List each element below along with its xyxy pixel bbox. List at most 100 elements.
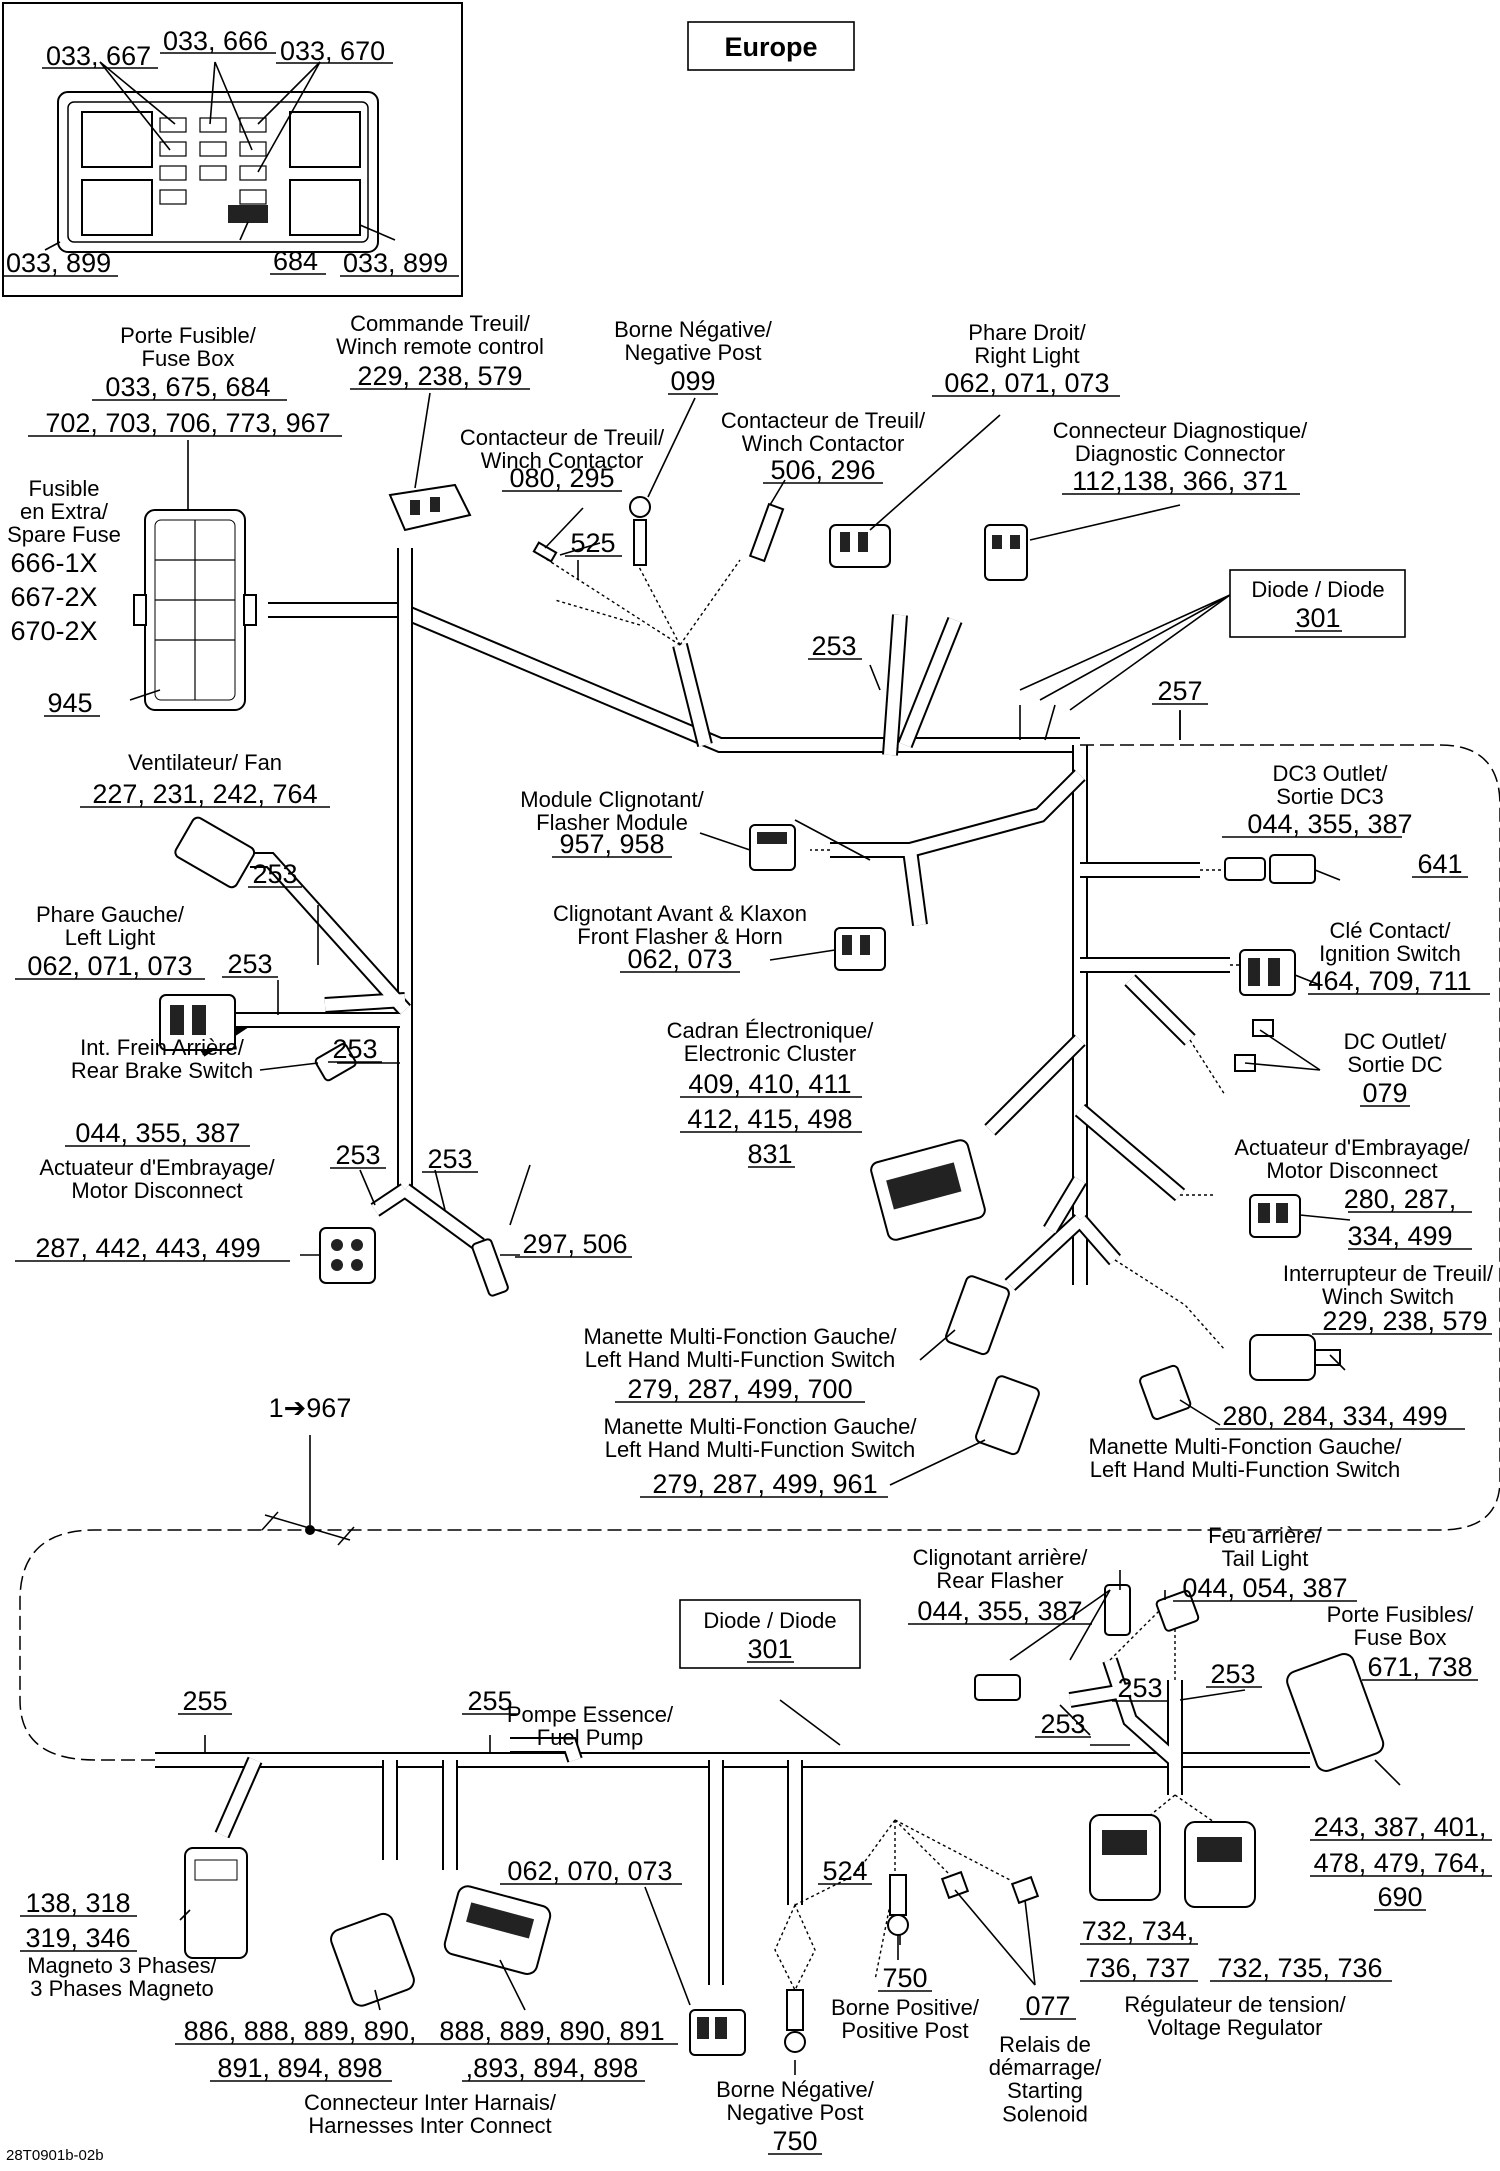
diode-bottom-label: Diode / Diode bbox=[703, 1608, 836, 1633]
lh-switch-3-code: 280, 284, 334, 499 bbox=[1222, 1401, 1447, 1431]
terminal-297-506 bbox=[471, 1238, 509, 1297]
ref-255-a: 255 bbox=[182, 1686, 227, 1716]
fuse-box-component bbox=[133, 509, 257, 711]
fan-code: 227, 231, 242, 764 bbox=[92, 779, 317, 809]
front-flasher-code: 062, 073 bbox=[627, 944, 732, 974]
ref-945: 945 bbox=[47, 688, 92, 718]
thin-wires bbox=[539, 554, 1241, 1992]
fuse-box-rear-code: 671, 738 bbox=[1367, 1652, 1472, 1682]
fuse-box-rear-code-a: 243, 387, 401, bbox=[1314, 1812, 1487, 1842]
right-light-label: Phare Droit/Right Light bbox=[968, 320, 1086, 368]
ref-257: 257 bbox=[1157, 676, 1202, 706]
inter-connect-2 bbox=[443, 1885, 552, 1975]
ref-253-e: 253 bbox=[335, 1140, 380, 1170]
magneto-label: Magneto 3 Phases/3 Phases Magneto bbox=[27, 1953, 217, 2001]
cluster-code-2: 412, 415, 498 bbox=[687, 1104, 852, 1134]
fuel-pump-connector bbox=[689, 2009, 746, 2056]
lh-switch-2-connector bbox=[975, 1375, 1040, 1456]
regulator-label: Régulateur de tension/Voltage Regulator bbox=[1124, 1992, 1346, 2040]
diag-connector-code: 112,138, 366, 371 bbox=[1072, 466, 1288, 496]
winch-contactor-1-label: Contacteur de Treuil/Winch Contactor bbox=[460, 425, 665, 473]
winch-remote-label: Commande Treuil/Winch remote control bbox=[336, 311, 544, 359]
inter-connect-code-2: 891, 894, 898 bbox=[217, 2053, 382, 2083]
leader-lines bbox=[129, 392, 1401, 2075]
regulator-code-2: 736, 737 bbox=[1085, 1953, 1190, 1983]
winch-contactor-2-terminal bbox=[748, 502, 785, 563]
negative-post-top-terminal bbox=[629, 496, 651, 566]
ignition-switch-connector bbox=[1239, 949, 1296, 996]
negative-post-bottom-code: 750 bbox=[772, 2126, 817, 2156]
harness-main bbox=[155, 548, 1310, 1985]
motor-disc-right-code-1: 280, 287, bbox=[1344, 1184, 1457, 1214]
regulator-code-3: 732, 735, 736 bbox=[1217, 1953, 1382, 1983]
ref-297-506: 297, 506 bbox=[522, 1229, 627, 1259]
ref-253-h: 253 bbox=[1210, 1659, 1255, 1689]
ref-253-i: 253 bbox=[1040, 1709, 1085, 1739]
dc-outlet-label: DC Outlet/Sortie DC bbox=[1344, 1029, 1448, 1077]
negative-post-top-code: 099 bbox=[670, 366, 715, 396]
fuse-box-code-1: 033, 675, 684 bbox=[105, 372, 270, 402]
continuation-ref: 1➔967 bbox=[269, 1393, 352, 1423]
fuse-box-rear-code-b: 478, 479, 764, bbox=[1314, 1848, 1487, 1878]
magneto-connector bbox=[184, 1847, 248, 1959]
inter-connect-1 bbox=[330, 1912, 415, 2007]
diagnostic-connector bbox=[984, 524, 1028, 581]
fuse-box-rear-connector bbox=[1286, 1652, 1385, 1772]
regulator-code-1: 732, 734, bbox=[1082, 1916, 1195, 1946]
lh-switch-1-code: 279, 287, 499, 700 bbox=[627, 1374, 852, 1404]
solenoid-code: 077 bbox=[1025, 1991, 1070, 2021]
winch-switch-label: Interrupteur de Treuil/Winch Switch bbox=[1283, 1261, 1494, 1309]
magneto-code-1: 138, 318 bbox=[25, 1888, 130, 1918]
flasher-module-connector bbox=[749, 824, 796, 871]
spare-fuse-code-2: 667-2X bbox=[10, 582, 97, 612]
winch-contactor-2-label: Contacteur de Treuil/Winch Contactor bbox=[721, 408, 926, 456]
ref-253-a: 253 bbox=[811, 631, 856, 661]
ref-255-b: 255 bbox=[467, 1686, 512, 1716]
dc3-outlet-code: 044, 355, 387 bbox=[1247, 809, 1412, 839]
regulator-connectors bbox=[1089, 1814, 1256, 1908]
front-flasher-connector bbox=[834, 927, 886, 971]
rear-brake-code: 044, 355, 387 bbox=[75, 1118, 240, 1148]
lh-switch-1-connector bbox=[945, 1275, 1010, 1356]
lh-switch-2-code: 279, 287, 499, 961 bbox=[652, 1469, 877, 1499]
region-box bbox=[687, 21, 855, 71]
winch-contactor-2-code: 506, 296 bbox=[770, 455, 875, 485]
continuation-frame bbox=[19, 744, 1500, 1761]
fuse-box-code-2: 702, 703, 706, 773, 967 bbox=[45, 408, 330, 438]
ignition-code: 464, 709, 711 bbox=[1308, 966, 1471, 996]
diode-top-code: 301 bbox=[1295, 603, 1340, 633]
tail-light-label: Feu arrière/Tail Light bbox=[1208, 1523, 1323, 1571]
break-marker bbox=[261, 1435, 355, 1546]
left-light-label: Phare Gauche/Left Light bbox=[36, 902, 185, 950]
dc3-outlet-label: DC3 Outlet/Sortie DC3 bbox=[1273, 761, 1389, 809]
rear-brake-label: Int. Frein Arrière/Rear Brake Switch bbox=[71, 1035, 253, 1083]
motor-disc-left-code: 287, 442, 443, 499 bbox=[35, 1233, 260, 1263]
winch-switch-connector bbox=[1249, 1334, 1341, 1381]
negative-post-top-label: Borne Négative/Negative Post bbox=[614, 317, 773, 365]
positive-post-code: 750 bbox=[882, 1963, 927, 1993]
ref-arrows bbox=[204, 560, 1246, 1752]
motor-disc-right-code-2: 334, 499 bbox=[1347, 1221, 1452, 1251]
negative-post-bottom-terminal bbox=[784, 1989, 806, 2053]
inter-connect-code-4: ,893, 894, 898 bbox=[466, 2053, 639, 2083]
fan-connector bbox=[174, 816, 256, 889]
inset-code-5: 684 bbox=[273, 246, 318, 276]
winch-switch-code: 229, 238, 579 bbox=[1322, 1306, 1487, 1336]
ref-253-f: 253 bbox=[427, 1144, 472, 1174]
lh-switch-2-label: Manette Multi-Fonction Gauche/Left Hand … bbox=[603, 1414, 917, 1462]
inset-code-6: 033, 899 bbox=[343, 248, 448, 278]
inter-connect-code-1: 886, 888, 889, 890, bbox=[184, 2016, 417, 2046]
positive-post-terminal bbox=[887, 1874, 909, 1936]
winch-contactor-1-terminal bbox=[532, 541, 558, 563]
left-light-connector bbox=[159, 994, 236, 1051]
negative-post-bottom-label: Borne Négative/Negative Post bbox=[716, 2077, 875, 2125]
inset-code-3: 033, 670 bbox=[280, 36, 385, 66]
cluster-code-3: 831 bbox=[747, 1139, 792, 1169]
ref-253-d: 253 bbox=[332, 1034, 377, 1064]
cluster-code-1: 409, 410, 411 bbox=[688, 1069, 851, 1099]
lh-switch-1-label: Manette Multi-Fonction Gauche/Left Hand … bbox=[583, 1324, 897, 1372]
